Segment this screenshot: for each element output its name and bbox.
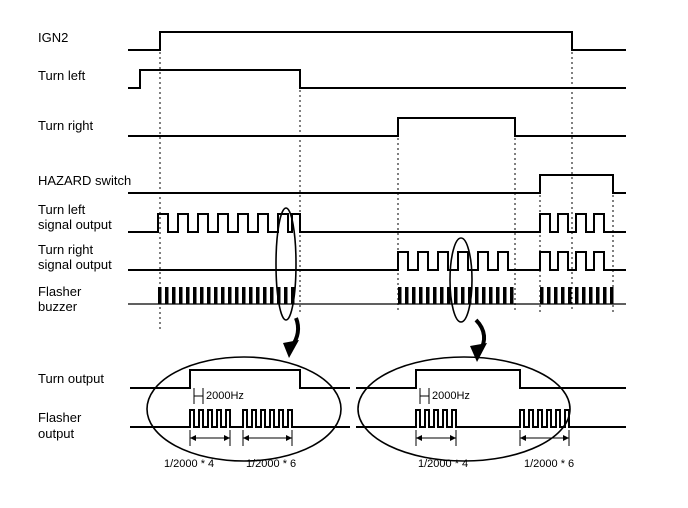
right-flasher-output-waveform xyxy=(356,409,626,428)
buzzer-pulse xyxy=(496,287,500,304)
turn-right-signal-output-waveform xyxy=(128,251,626,271)
buzzer-pulse xyxy=(158,287,162,304)
label-turn-right: Turn right xyxy=(38,118,94,133)
buzzer-pulse xyxy=(540,287,544,304)
left-zoom-arrow-icon xyxy=(283,317,301,358)
buzzer-pulse xyxy=(249,287,253,304)
right-frequency-dimension xyxy=(419,388,430,404)
right-duration-label-a: 1/2000 * 4 xyxy=(418,458,469,470)
left-frequency-dimension xyxy=(193,388,204,404)
time-guides xyxy=(159,32,614,330)
label-flasher-output-line1: Flasher xyxy=(38,410,82,425)
buzzer-pulse xyxy=(193,287,197,304)
left-duration-dimension-b xyxy=(242,430,293,446)
hazard-switch-waveform xyxy=(128,174,626,194)
buzzer-pulse xyxy=(235,287,239,304)
buzzer-pulse xyxy=(582,287,586,304)
label-turn-output: Turn output xyxy=(38,371,105,386)
buzzer-pulse xyxy=(561,287,565,304)
buzzer-pulse xyxy=(454,287,458,304)
turn-right-waveform xyxy=(128,117,626,137)
right-duration-label-b: 1/2000 * 6 xyxy=(524,458,575,470)
buzzer-pulse xyxy=(412,287,416,304)
buzzer-pulse xyxy=(554,287,558,304)
buzzer-pulse xyxy=(426,287,430,304)
buzzer-pulse xyxy=(503,287,507,304)
buzzer-pulse xyxy=(221,287,225,304)
turn-left-signal-output-waveform xyxy=(128,213,626,233)
buzzer-pulse xyxy=(165,287,169,304)
turn-left-waveform xyxy=(128,69,626,89)
buzzer-pulse xyxy=(186,287,190,304)
label-flasher-output-line2: output xyxy=(38,426,75,441)
buzzer-pulse xyxy=(242,287,246,304)
left-flasher-output-waveform xyxy=(130,409,350,428)
right-duration-dimension-b xyxy=(519,430,570,446)
buzzer-pulse xyxy=(575,287,579,304)
label-turn-right-output-line2: signal output xyxy=(38,257,112,272)
label-ign2: IGN2 xyxy=(38,30,69,45)
left-detail-ellipse xyxy=(146,356,342,462)
buzzer-pulse xyxy=(475,287,479,304)
buzzer-pulse xyxy=(447,287,451,304)
buzzer-pulse xyxy=(461,287,465,304)
buzzer-pulse xyxy=(568,287,572,304)
buzzer-pulse xyxy=(419,287,423,304)
right-duration-dimension-a xyxy=(415,430,457,446)
left-detail-highlight xyxy=(275,207,297,321)
buzzer-pulse xyxy=(468,287,472,304)
ign2-waveform xyxy=(128,31,626,51)
buzzer-pulse xyxy=(596,287,600,304)
buzzer-pulse xyxy=(547,287,551,304)
buzzer-pulse xyxy=(200,287,204,304)
label-turn-right-output-line1: Turn right xyxy=(38,242,94,257)
buzzer-pulse xyxy=(179,287,183,304)
buzzer-pulse xyxy=(603,287,607,304)
label-flasher-buzzer-line2: buzzer xyxy=(38,299,78,314)
label-turn-left-output-line2: signal output xyxy=(38,217,112,232)
buzzer-pulse xyxy=(263,287,267,304)
buzzer-pulse xyxy=(482,287,486,304)
buzzer-pulse xyxy=(270,287,274,304)
buzzer-pulse xyxy=(610,287,614,304)
buzzer-pulse xyxy=(291,287,295,304)
buzzer-pulse xyxy=(284,287,288,304)
right-detail-highlight xyxy=(449,237,473,323)
right-zoom-arrow-icon xyxy=(470,318,487,362)
buzzer-pulse xyxy=(207,287,211,304)
left-duration-label-a: 1/2000 * 4 xyxy=(164,458,215,470)
left-frequency-label: 2000Hz xyxy=(206,390,244,402)
right-turn-output-waveform xyxy=(356,369,626,389)
buzzer-pulse xyxy=(589,287,593,304)
buzzer-pulse xyxy=(277,287,281,304)
buzzer-pulse xyxy=(214,287,218,304)
buzzer-pulse xyxy=(510,287,514,304)
buzzer-pulse xyxy=(489,287,493,304)
label-hazard-switch: HAZARD switch xyxy=(38,173,132,188)
right-frequency-label: 2000Hz xyxy=(432,390,470,402)
buzzer-pulse xyxy=(172,287,176,304)
buzzer-pulse xyxy=(398,287,402,304)
label-turn-left-output-line1: Turn left xyxy=(38,202,86,217)
buzzer-pulse xyxy=(405,287,409,304)
buzzer-pulse xyxy=(256,287,260,304)
label-turn-left: Turn left xyxy=(38,68,86,83)
buzzer-pulse xyxy=(228,287,232,304)
flasher-buzzer-bursts xyxy=(158,287,614,304)
label-flasher-buzzer-line1: Flasher xyxy=(38,284,82,299)
left-duration-dimension-a xyxy=(189,430,231,446)
buzzer-pulse xyxy=(440,287,444,304)
left-turn-output-waveform xyxy=(130,369,350,389)
buzzer-pulse xyxy=(433,287,437,304)
left-duration-label-b: 1/2000 * 6 xyxy=(246,458,297,470)
